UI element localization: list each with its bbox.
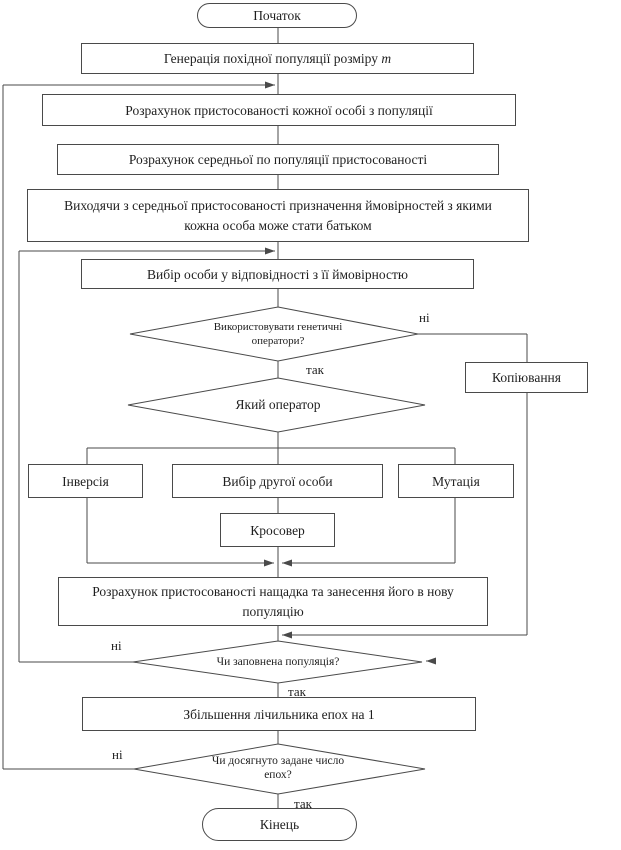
process-select-second-individual: Вибір другої особи — [172, 464, 383, 498]
process-crossover: Кросовер — [220, 513, 335, 547]
process-increment-epoch-counter: Збільшення лічильника епох на 1 — [82, 697, 476, 731]
main-flow-lines — [2, 28, 528, 808]
decision-shape-population-full — [132, 640, 423, 684]
decision-shapes — [127, 306, 426, 795]
offspring-fitness-line2: популяцію — [242, 603, 304, 619]
process-copying: Копіювання — [465, 362, 588, 393]
fitness-average-label: Розрахунок середньої по популяції присто… — [128, 152, 428, 167]
crossover-label: Кросовер — [250, 522, 305, 538]
process-select-individual: Вибір особи у відповідності з її ймовірн… — [81, 259, 474, 289]
edge-label-no-genetic-ops: ні — [419, 310, 430, 325]
copying-label: Копіювання — [492, 370, 561, 385]
generate-population-text: Генерація похідної популяції розміру — [163, 51, 382, 66]
inversion-label: Інверсія — [62, 473, 109, 489]
assign-probabilities-line1: Виходячи з середньої пристосованості при… — [64, 197, 492, 213]
offspring-fitness-line1: Розрахунок пристосованості нащадка та за… — [92, 583, 454, 599]
start-terminator: Початок — [197, 3, 357, 28]
decision-shape-which-operator — [127, 377, 426, 433]
process-inversion: Інверсія — [28, 464, 143, 498]
edge-label-yes-epochs-reached: так — [294, 796, 312, 811]
population-size-variable: m — [381, 51, 392, 66]
decision-shape-epochs-reached — [133, 743, 426, 795]
fitness-each-label: Розрахунок пристосованості кожної особі … — [125, 102, 433, 118]
mutation-label: Мутація — [432, 473, 480, 489]
process-mutation: Мутація — [398, 464, 514, 498]
edge-label-no-population-full: ні — [111, 638, 122, 653]
process-offspring-fitness: Розрахунок пристосованості нащадка та за… — [58, 577, 488, 626]
end-label: Кінець — [259, 817, 300, 832]
edge-label-yes-genetic-ops: так — [306, 362, 324, 377]
increment-epoch-label: Збільшення лічильника епох на 1 — [183, 706, 375, 722]
assign-probabilities-line2: кожна особа може стати батьком — [184, 217, 372, 233]
process-fitness-average: Розрахунок середньої по популяції присто… — [57, 144, 499, 175]
edge-label-yes-population-full: так — [288, 684, 306, 699]
process-fitness-each-individual: Розрахунок пристосованості кожної особі … — [42, 94, 516, 126]
select-individual-label: Вибір особи у відповідності з її ймовірн… — [147, 266, 408, 282]
end-terminator: Кінець — [202, 808, 357, 841]
process-assign-probabilities: Виходячи з середньої пристосованості при… — [27, 189, 529, 242]
edge-label-no-epochs-reached: ні — [112, 747, 123, 762]
select-second-label: Вибір другої особи — [222, 473, 333, 489]
decision-shape-use-genetic-operators — [129, 306, 419, 362]
process-generate-population: Генерація похідної популяції розміру m — [81, 43, 474, 74]
generate-population-label: Генерація похідної популяції розміру m — [164, 49, 391, 68]
start-label: Початок — [253, 8, 301, 23]
